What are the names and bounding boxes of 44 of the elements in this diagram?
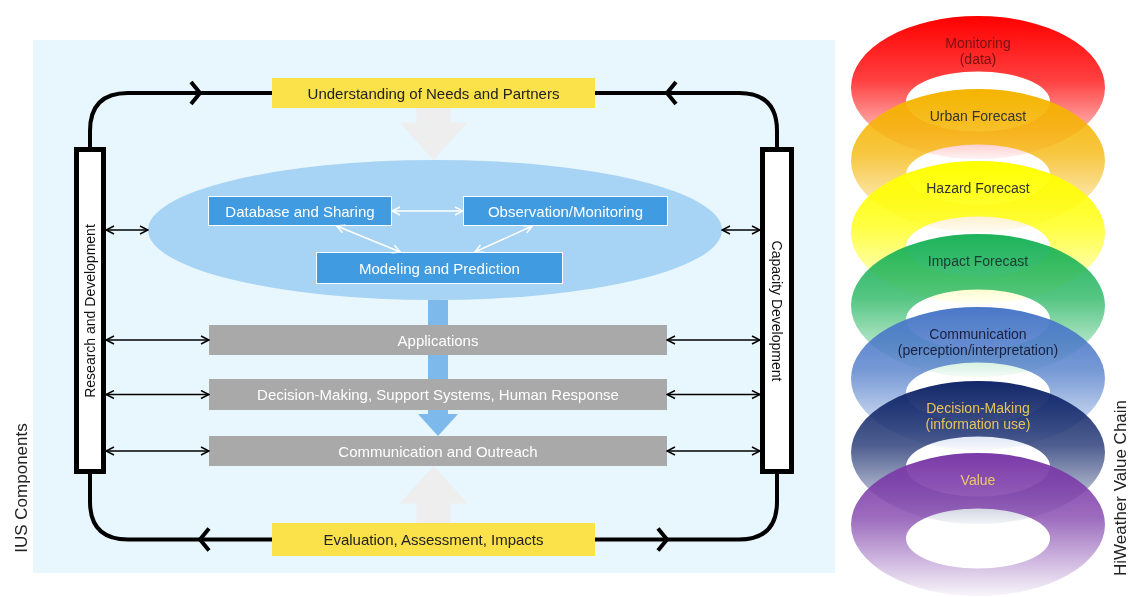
process-box	[209, 325, 667, 355]
ring-label: Value	[959, 472, 997, 489]
box-label: Communication and Outreach	[338, 442, 538, 460]
process-box	[209, 436, 667, 466]
arrow	[666, 389, 761, 400]
box-label: Understanding of Needs and Partners	[307, 84, 560, 102]
ring-label: Impact Forecast	[926, 253, 1030, 270]
side-title: IUS Components	[12, 423, 32, 553]
bar-label: Research and Development	[82, 223, 98, 398]
ring-label: Monitoring (data)	[944, 35, 1012, 68]
arrow	[105, 335, 210, 345]
process-box	[208, 196, 392, 226]
ring-label: Decision-Making (information use)	[924, 400, 1032, 433]
arrow	[391, 206, 464, 216]
box-label: Modeling and Prediction	[359, 259, 520, 277]
bar-label: Capacity Development	[769, 240, 785, 381]
flow-arrow	[399, 466, 468, 523]
ring-label: Hazard Forecast	[925, 180, 1031, 197]
arrow	[721, 225, 761, 235]
flow-arrow	[418, 410, 458, 436]
box-label: Database and Sharing	[225, 202, 375, 220]
box-label: Observation/Monitoring	[487, 202, 644, 220]
arrow	[666, 446, 761, 456]
arrow	[105, 389, 210, 400]
process-box	[209, 379, 667, 410]
arrow	[474, 224, 534, 254]
arrow	[666, 335, 761, 345]
process-box	[463, 196, 668, 226]
side-bar	[760, 147, 794, 474]
box-label: Applications	[397, 331, 479, 349]
box-label: Decision-Making, Support Systems, Human Response	[257, 386, 619, 403]
ellipse-shape	[148, 160, 722, 300]
ring-label: Urban Forecast	[928, 108, 1028, 125]
side-title: HiWeather Value Chain	[1111, 399, 1131, 577]
arrow	[335, 224, 402, 254]
ring-label: Communication (perception/interpretation)	[896, 326, 1060, 359]
arrow	[105, 446, 210, 456]
flow-arrow	[399, 108, 468, 160]
box-label: Evaluation, Assessment, Impacts	[323, 531, 544, 548]
arrow	[105, 225, 149, 235]
side-bar	[74, 147, 106, 474]
process-box	[272, 523, 595, 556]
process-box	[316, 252, 563, 284]
process-box	[272, 78, 595, 108]
